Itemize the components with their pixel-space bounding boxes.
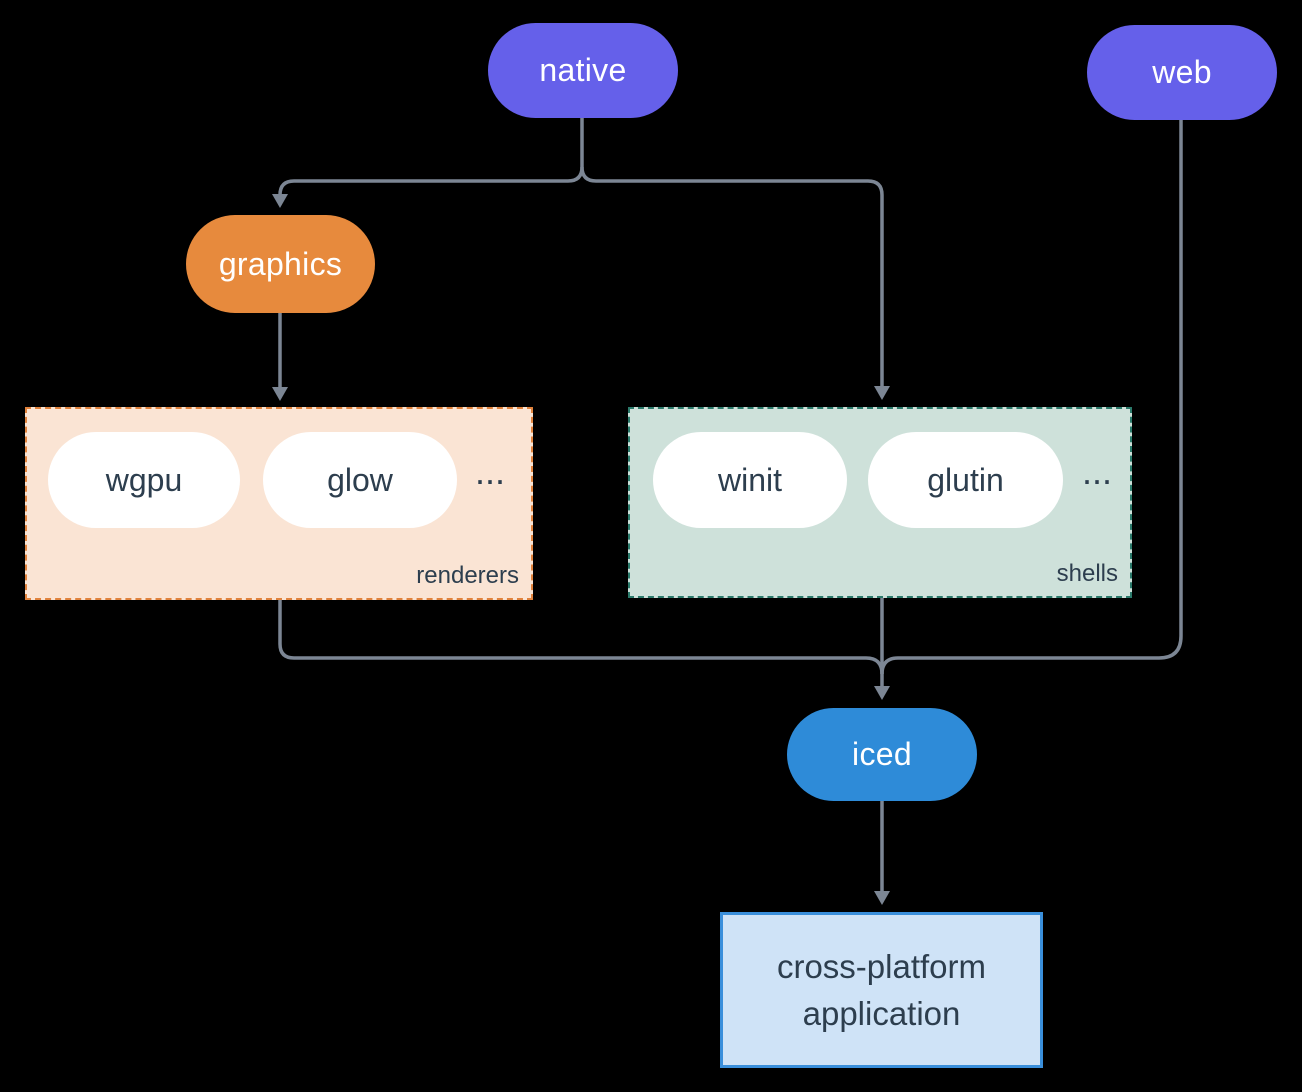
arrowhead-into-graphics (272, 194, 288, 208)
node-winit-label: winit (717, 461, 782, 498)
node-native-label: native (539, 52, 627, 88)
node-glow-label: glow (327, 461, 393, 498)
arrowhead-into-app (874, 891, 890, 905)
node-graphics: graphics (186, 215, 375, 313)
cross-platform-application-box: cross-platform application (720, 912, 1043, 1068)
node-wgpu-label: wgpu (105, 461, 183, 498)
node-native: native (488, 23, 678, 118)
group-renderers: wgpu glow ... renderers (25, 407, 533, 600)
node-glow: glow (263, 432, 457, 528)
edge-native-to-graphics (278, 118, 584, 196)
node-graphics-label: graphics (218, 245, 343, 282)
node-iced: iced (787, 708, 977, 801)
node-iced-label: iced (852, 736, 912, 772)
node-wgpu: wgpu (48, 432, 240, 528)
group-shells: winit glutin ... shells (628, 407, 1132, 598)
shells-ellipsis: ... (1082, 451, 1113, 492)
arrowhead-into-iced (874, 686, 890, 700)
node-glutin: glutin (868, 432, 1063, 528)
edge-web-to-iced (880, 120, 1183, 675)
node-winit: winit (653, 432, 847, 528)
renderers-ellipsis: ... (475, 451, 506, 492)
app-box-line1: cross-platform (776, 948, 987, 985)
arrowhead-into-shells (874, 386, 890, 400)
shells-group-label: shells (1056, 560, 1118, 587)
renderers-group-label: renderers (416, 562, 519, 589)
node-web: web (1087, 25, 1277, 120)
edge-renderers-to-iced (278, 600, 884, 675)
node-web-label: web (1152, 54, 1212, 90)
node-glutin-label: glutin (927, 461, 1004, 498)
edge-native-to-shells (580, 166, 884, 386)
app-box-line2: application (802, 995, 961, 1032)
arrowhead-into-renderers (272, 387, 288, 401)
